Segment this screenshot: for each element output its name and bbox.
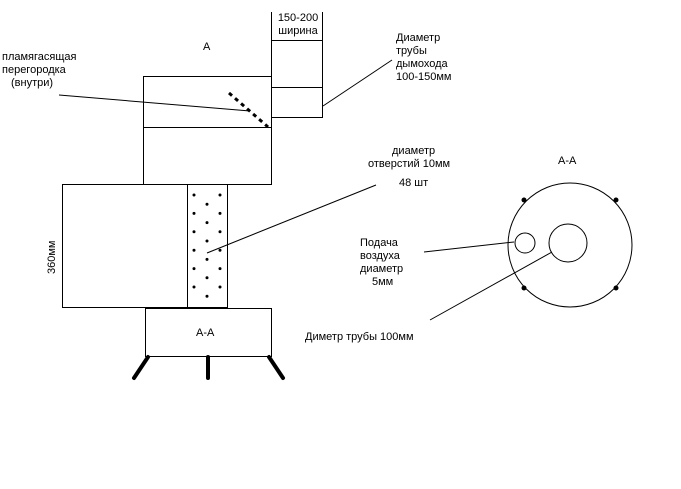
leader-pipe-diameter xyxy=(322,59,393,107)
label-top-a: А xyxy=(203,41,211,53)
label-pipe-100: Диметр трубы 100мм xyxy=(305,331,414,343)
leg-left xyxy=(132,355,150,380)
tube-holes xyxy=(192,193,222,298)
pipe-diameter-line3: дымохода xyxy=(396,58,448,70)
label-base-section: А-А xyxy=(196,327,215,339)
section-bolt xyxy=(613,285,619,291)
section-outer-circle xyxy=(507,182,633,308)
baffle-line2: перегородка xyxy=(2,64,66,76)
upper-body xyxy=(143,76,272,185)
baffle-line1: пламягасящая xyxy=(2,51,77,63)
tube-hole xyxy=(218,230,222,234)
label-section-title: А-А xyxy=(558,155,577,167)
holes-line1: диаметр xyxy=(392,145,436,157)
baffle-line3: (внутри) xyxy=(11,77,54,89)
tube-hole xyxy=(205,257,209,261)
label-holes: диаметр отверстий 10мм 48 шт xyxy=(368,145,450,190)
label-pipe-diameter: Диаметр трубы дымохода 100-150мм xyxy=(396,32,452,84)
tube-hole xyxy=(218,248,222,252)
leg-right xyxy=(267,355,285,380)
pipe-diameter-line2: трубы xyxy=(396,45,427,57)
leader-baffle xyxy=(58,94,251,112)
tube-hole xyxy=(192,285,196,289)
tube-hole xyxy=(192,248,196,252)
section-bolt xyxy=(521,285,527,291)
tube-hole xyxy=(218,285,222,289)
tube-hole xyxy=(205,239,209,243)
label-air-supply: Подача воздуха диаметр 5мм xyxy=(360,237,403,289)
section-pipe-circle xyxy=(548,223,588,263)
tube-hole xyxy=(205,294,209,298)
tube-hole xyxy=(192,193,196,197)
pipe-diameter-line4: 100-150мм xyxy=(396,71,452,83)
air-line4: 5мм xyxy=(372,276,394,288)
label-height-360: 360мм xyxy=(46,240,58,274)
tube-hole xyxy=(205,202,209,206)
lower-box xyxy=(62,184,188,308)
perforated-tube xyxy=(187,184,228,308)
tube-hole xyxy=(192,230,196,234)
tube-hole xyxy=(218,211,222,215)
flame-baffle xyxy=(228,91,269,129)
air-line3: диаметр xyxy=(360,263,404,275)
holes-line3: 48 шт xyxy=(399,177,429,189)
section-bolt xyxy=(613,197,619,203)
leader-pipe-100 xyxy=(429,251,553,321)
chimney-width-line2: ширина xyxy=(278,25,318,37)
air-line1: Подача xyxy=(360,237,398,249)
leader-air xyxy=(423,241,515,253)
holes-line2: отверстий 10мм xyxy=(368,158,451,170)
label-baffle: пламягасящая перегородка (внутри) xyxy=(2,51,76,90)
chimney-width-line1: 150-200 xyxy=(277,12,319,24)
tube-hole xyxy=(218,193,222,197)
chimney-pipe xyxy=(271,87,323,118)
label-chimney-width: 150-200 ширина xyxy=(272,12,324,38)
section-bolt xyxy=(521,197,527,203)
air-line2: воздуха xyxy=(360,250,400,262)
tube-hole xyxy=(205,276,209,280)
tube-hole xyxy=(218,267,222,271)
tube-hole xyxy=(192,211,196,215)
leader-holes xyxy=(206,184,377,254)
pipe-diameter-line1: Диаметр xyxy=(396,32,441,44)
tube-hole xyxy=(192,267,196,271)
section-air-circle xyxy=(514,232,536,254)
tube-hole xyxy=(205,221,209,225)
